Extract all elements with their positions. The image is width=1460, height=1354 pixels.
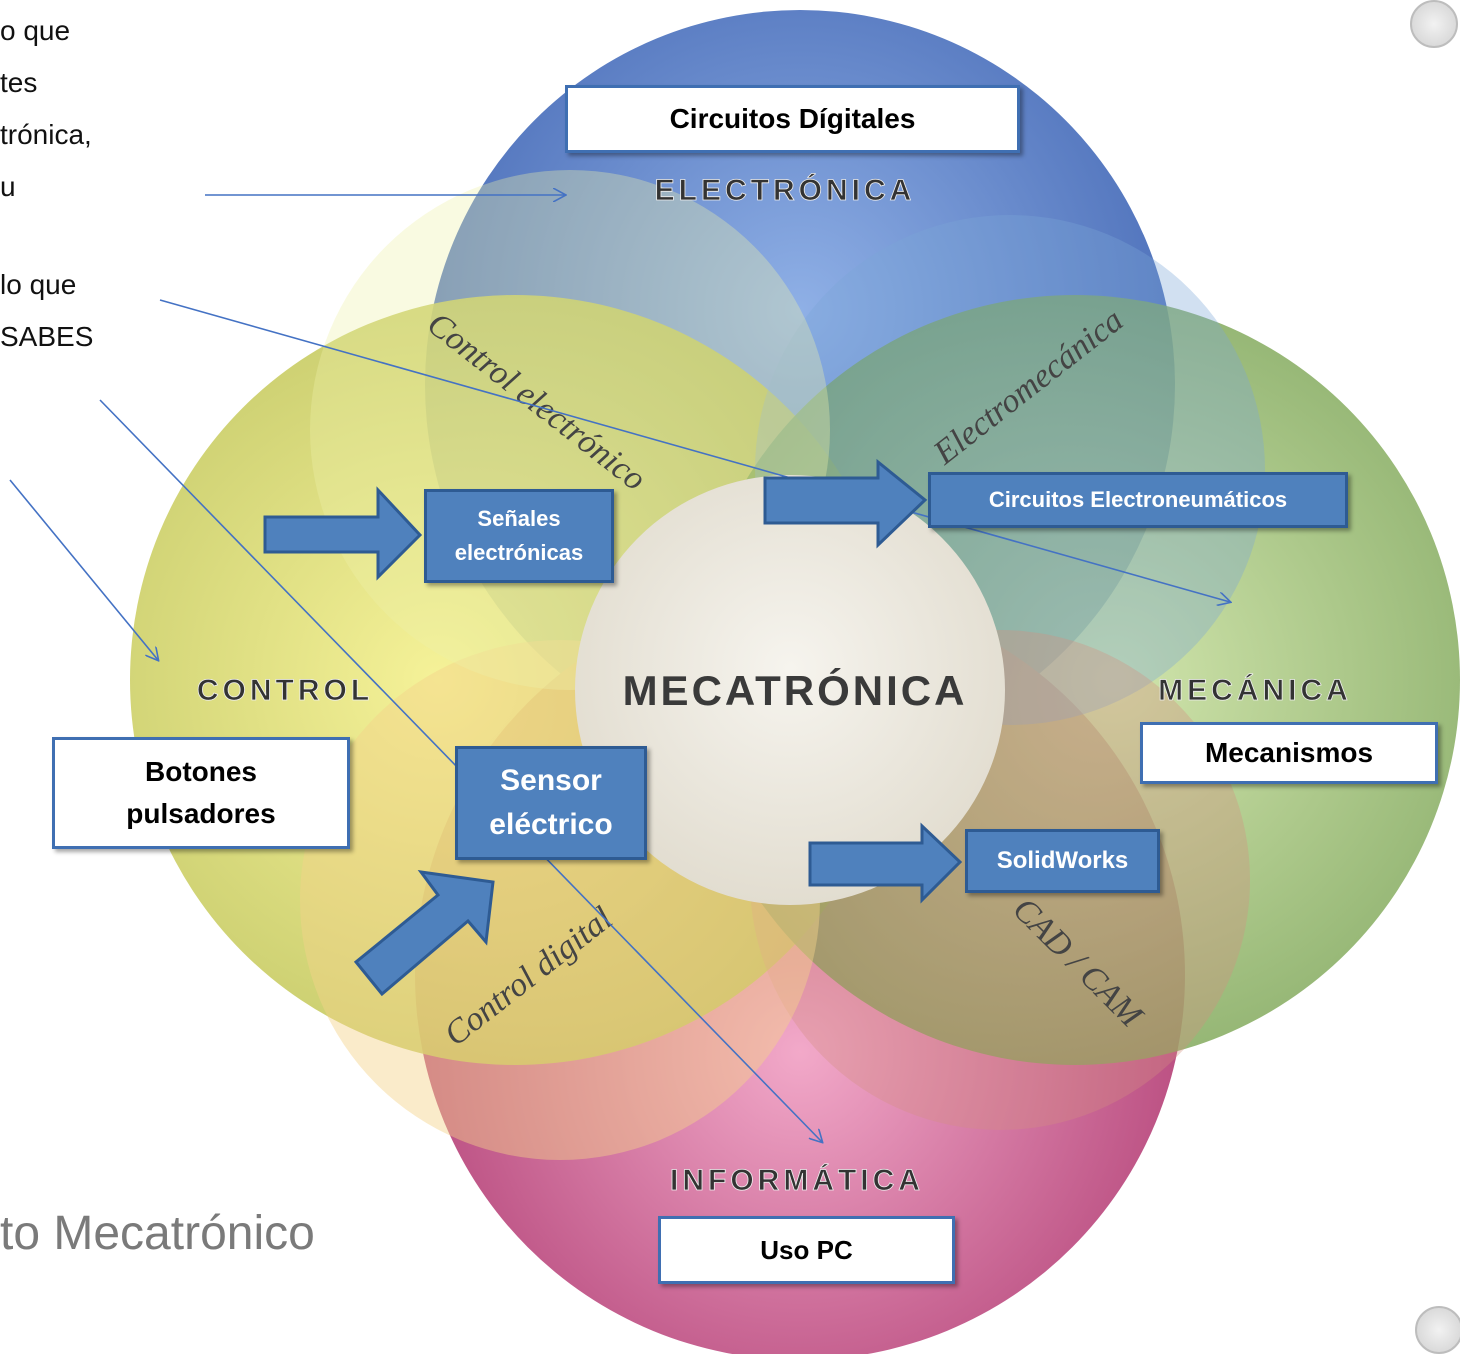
label-mecanica: MECÁNICA	[1158, 673, 1352, 707]
label-control: CONTROL	[197, 674, 373, 707]
center-circle	[575, 475, 1005, 905]
box-sensor-electrico: Sensor eléctrico	[455, 746, 647, 860]
box-sensor-line2: eléctrico	[489, 808, 613, 841]
box-uso-pc: Uso PC	[658, 1216, 955, 1284]
box-electroneumaticos-text: Circuitos Electroneumáticos	[988, 487, 1288, 512]
box-botones-pulsadores: Botones pulsadores	[52, 737, 350, 849]
box-sensor-line1: Sensor	[500, 764, 602, 797]
box-senales-line1: Señales	[477, 506, 561, 531]
side-text-line-3: trónica,	[0, 119, 92, 150]
box-circuitos-digitales: Circuitos Dígitales	[565, 85, 1020, 153]
block-arrow-sensor	[353, 870, 495, 997]
box-mecanismos: Mecanismos	[1140, 722, 1438, 784]
side-text-line-4: u	[0, 171, 16, 202]
box-solidworks: SolidWorks	[965, 829, 1160, 893]
block-arrow-electroneumaticos	[763, 458, 928, 549]
box-mecanismos-text: Mecanismos	[1204, 737, 1374, 768]
corner-logo-bottom	[1415, 1306, 1460, 1354]
slide-title: to Mecatrónico	[0, 1207, 315, 1260]
corner-logo-top	[1410, 0, 1458, 48]
arrow-to-mecanica	[159, 299, 1230, 602]
block-arrow-senales	[263, 486, 423, 581]
box-circuitos-digitales-text: Circuitos Dígitales	[669, 103, 916, 134]
box-circuitos-electroneumaticos: Circuitos Electroneumáticos	[928, 472, 1348, 528]
label-informatica: INFORMÁTICA	[670, 1163, 924, 1197]
box-solidworks-text: SolidWorks	[996, 847, 1129, 874]
box-senales-electronicas: Señales electrónicas	[424, 489, 614, 583]
label-electronica: ELECTRÓNICA	[655, 173, 916, 207]
side-text-line-2: tes	[0, 67, 38, 98]
block-arrow-solidworks	[808, 822, 963, 904]
box-senales-line2: electrónicas	[454, 540, 584, 565]
arrow-to-control	[9, 479, 158, 660]
side-text-line-1: o que	[0, 15, 71, 46]
side-text-line-6: SABES	[0, 321, 94, 352]
label-mecatronica: MECATRÓNICA	[623, 666, 968, 714]
box-uso-pc-text: Uso PC	[760, 1234, 853, 1265]
box-botones-line2: pulsadores	[126, 798, 276, 829]
side-text-line-5: lo que	[0, 269, 77, 300]
box-botones-line1: Botones	[145, 756, 257, 787]
